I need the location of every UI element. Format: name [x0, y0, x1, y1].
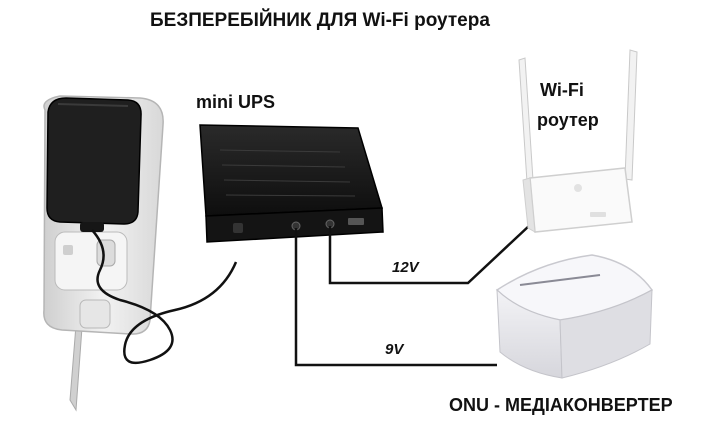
mini-ups-device — [199, 124, 384, 243]
router-label-line2: роутер — [537, 110, 599, 130]
ups-label: mini UPS — [196, 92, 276, 112]
router-label-line1: Wi-Fi — [540, 80, 584, 100]
diagram-title: БЕЗПЕРЕБІЙНИК ДЛЯ Wi-Fi роутера — [150, 10, 490, 31]
voltage-label-12v: 12V — [392, 259, 419, 276]
adapter-cable — [91, 229, 238, 365]
cable-9v — [294, 228, 497, 367]
cable-12v — [328, 224, 531, 285]
onu-mediaconverter-device — [495, 254, 654, 379]
power-adapter-device — [46, 97, 142, 232]
wifi-router-device — [518, 49, 638, 233]
onu-label: ONU - МЕДІАКОНВЕРТЕР — [449, 395, 673, 415]
voltage-label-9v: 9V — [385, 341, 404, 358]
